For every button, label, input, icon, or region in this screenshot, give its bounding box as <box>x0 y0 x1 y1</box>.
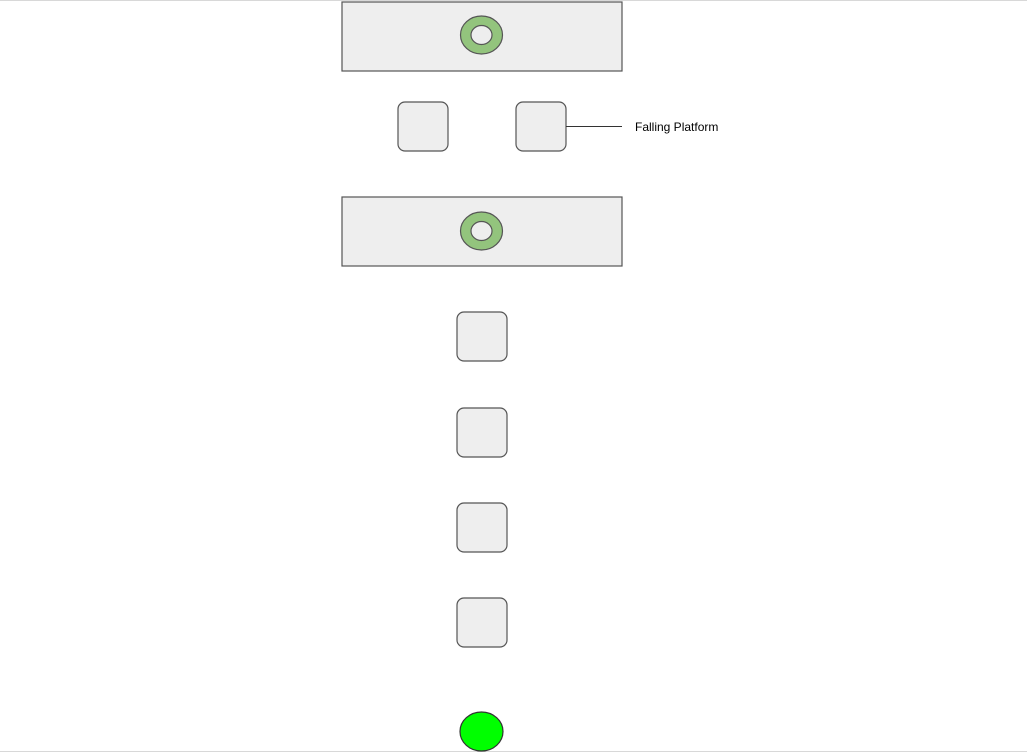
small-block-stack-3 <box>456 502 508 553</box>
small-block-left <box>397 101 449 152</box>
falling-platform-block <box>515 101 567 152</box>
large-platform-top <box>341 1 623 72</box>
small-block-stack-2 <box>456 407 508 458</box>
ring-hole <box>470 24 493 46</box>
large-platform-middle <box>341 196 623 267</box>
small-block-stack-4 <box>456 597 508 648</box>
ring-hole <box>470 220 493 242</box>
falling-platform-label: Falling Platform <box>635 120 718 134</box>
small-block-stack-1 <box>456 311 508 362</box>
goal-circle <box>459 711 504 752</box>
